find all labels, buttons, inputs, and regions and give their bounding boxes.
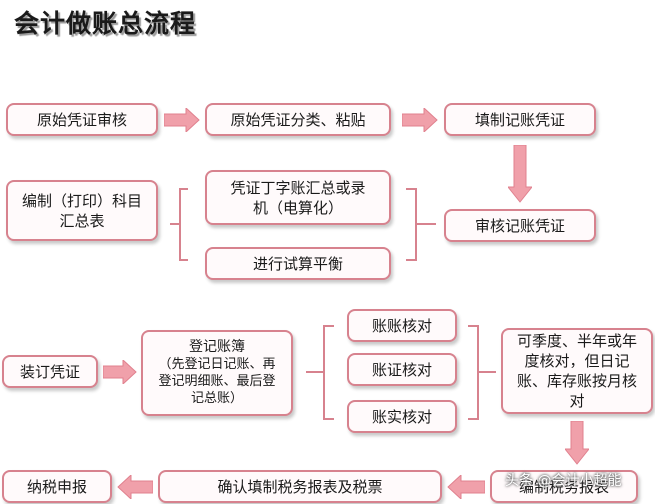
node-prepare-tax-report: 编制税务报表 bbox=[490, 470, 638, 503]
node-label: 可季度、半年或年度核对，但日记账、库存账按月核对 bbox=[516, 332, 637, 410]
node-label: 编制税务报表 bbox=[518, 477, 609, 496]
node-label: 凭证丁字账汇总或录机（电算化） bbox=[230, 178, 366, 217]
node-confirm-tax-report: 确认填制税务报表及税票 bbox=[158, 470, 442, 503]
node-fill-accounting-voucher: 填制记账凭证 bbox=[444, 103, 596, 136]
node-print-subject-summary: 编制（打印）科目汇总表 bbox=[6, 180, 158, 241]
node-original-voucher-classify: 原始凭证分类、粘贴 bbox=[205, 103, 391, 136]
arrow-down-icon bbox=[565, 421, 589, 465]
node-label: 填制记账凭证 bbox=[474, 110, 565, 129]
node-voucher-t-account: 凭证丁字账汇总或录机（电算化） bbox=[205, 170, 391, 225]
node-check-account-voucher: 账证核对 bbox=[347, 353, 457, 386]
arrow-right-icon bbox=[103, 360, 137, 384]
node-check-account-actual: 账实核对 bbox=[347, 400, 457, 433]
node-review-accounting-voucher: 审核记账凭证 bbox=[444, 209, 596, 242]
node-label: 进行试算平衡 bbox=[252, 254, 343, 273]
node-bind-voucher: 装订凭证 bbox=[2, 355, 98, 388]
node-label: 原始凭证审核 bbox=[36, 110, 127, 129]
node-label: 审核记账凭证 bbox=[474, 216, 565, 235]
node-label: 装订凭证 bbox=[19, 362, 80, 381]
node-periodic-check: 可季度、半年或年度核对，但日记账、库存账按月核对 bbox=[501, 328, 653, 414]
node-label: 账账核对 bbox=[371, 316, 432, 335]
node-label: 编制（打印）科目汇总表 bbox=[21, 191, 142, 230]
node-label: 确认填制税务报表及税票 bbox=[217, 477, 383, 496]
node-original-voucher-review: 原始凭证审核 bbox=[6, 103, 158, 136]
arrow-right-icon bbox=[402, 108, 438, 132]
node-tax-filing: 纳税申报 bbox=[2, 470, 112, 503]
node-register-ledger: 登记账簿 （先登记日记账、再登记明细账、最后登记总账） bbox=[141, 330, 293, 416]
arrow-left-icon bbox=[117, 475, 153, 499]
node-label: 原始凭证分类、粘贴 bbox=[230, 110, 366, 129]
arrow-left-icon bbox=[447, 475, 485, 499]
right-bracket-icon bbox=[406, 188, 436, 261]
arrow-right-icon bbox=[164, 108, 200, 132]
watermark: 头条 @会计小超能 bbox=[505, 473, 622, 489]
node-label: 账实核对 bbox=[371, 407, 432, 426]
right-bracket-icon bbox=[468, 325, 496, 420]
arrow-down-icon bbox=[508, 145, 532, 203]
node-check-account-account: 账账核对 bbox=[347, 309, 457, 342]
node-trial-balance: 进行试算平衡 bbox=[205, 247, 391, 280]
node-title: 登记账簿 bbox=[189, 339, 245, 355]
node-label: 纳税申报 bbox=[26, 477, 87, 496]
page-title: 会计做账总流程 bbox=[14, 9, 197, 38]
node-detail: （先登记日记账、再登记明细账、最后登记总账） bbox=[158, 357, 276, 406]
left-bracket-icon bbox=[306, 325, 334, 420]
left-bracket-icon bbox=[170, 188, 188, 261]
node-label: 账证核对 bbox=[371, 360, 432, 379]
